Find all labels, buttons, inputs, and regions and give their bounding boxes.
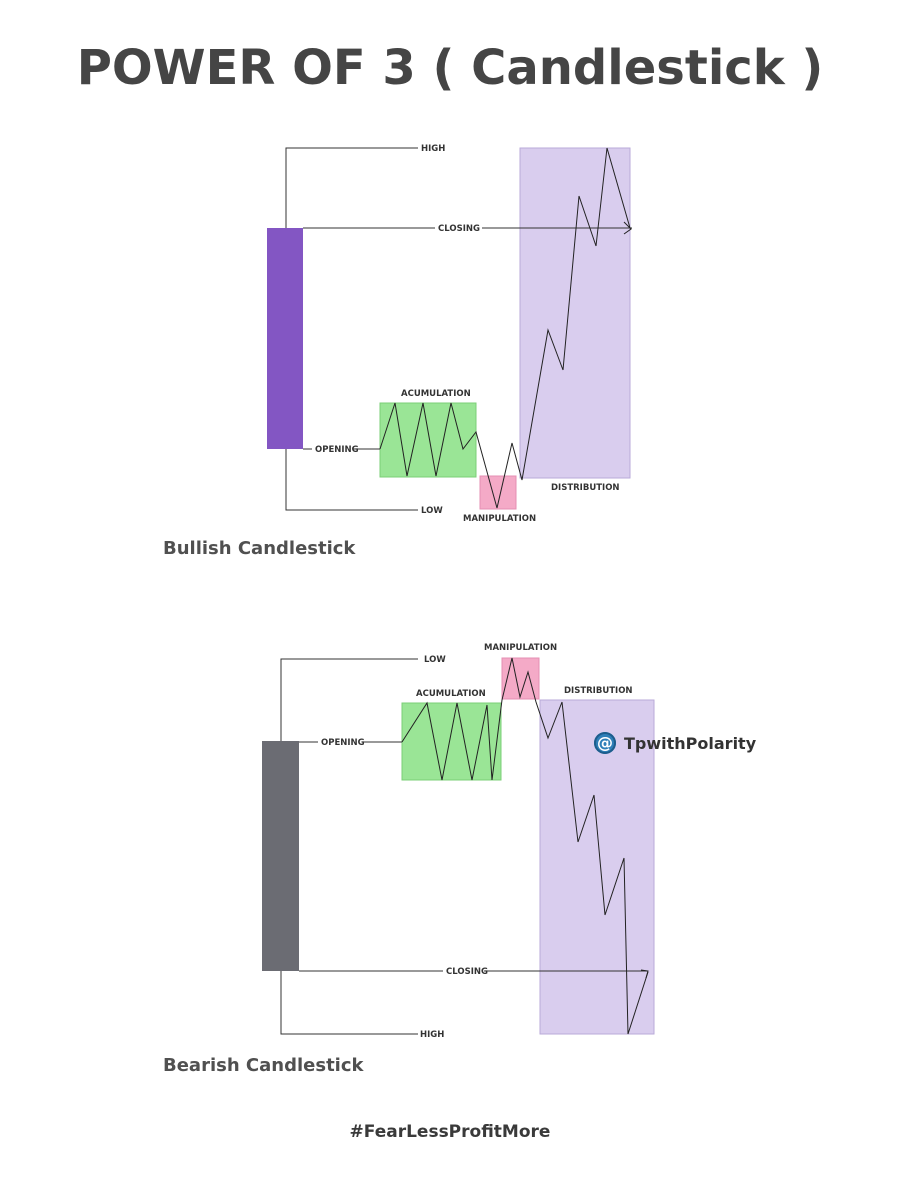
bullish-high-wick	[285, 147, 418, 228]
bullish-arrow-head	[623, 221, 632, 235]
watermark-handle: TpwithPolarity	[624, 733, 757, 753]
bearish-distribution-zone	[539, 699, 655, 1035]
bullish-low-wick	[285, 449, 418, 511]
bearish-caption: Bearish Candlestick	[163, 1055, 364, 1076]
at-sign-icon: @	[594, 732, 616, 754]
bullish-high-label: HIGH	[421, 144, 445, 154]
bullish-closing-label: CLOSING	[438, 224, 480, 234]
bullish-distribution-zone	[519, 147, 631, 479]
bearish-accumulation-label: ACUMULATION	[416, 689, 486, 699]
watermark: @ TpwithPolarity	[594, 732, 756, 754]
bearish-manipulation-label: MANIPULATION	[484, 643, 557, 653]
bullish-low-label: LOW	[421, 506, 443, 516]
bearish-manipulation-zone	[501, 657, 540, 700]
bearish-distribution-label: DISTRIBUTION	[564, 686, 633, 696]
bearish-accumulation-zone	[401, 702, 502, 781]
bearish-lower-wick	[280, 971, 418, 1035]
bearish-price-path	[401, 657, 649, 1035]
bearish-candle-body	[262, 741, 299, 971]
bullish-distribution-label: DISTRIBUTION	[551, 483, 620, 493]
bullish-caption: Bullish Candlestick	[163, 538, 356, 559]
page-title: POWER OF 3 ( Candlestick )	[76, 40, 824, 96]
bearish-opening-label: OPENING	[321, 738, 365, 748]
bearish-arrow-head	[640, 969, 649, 979]
bearish-upper-wick	[280, 658, 418, 741]
bullish-candle-body	[267, 228, 303, 449]
bullish-accumulation-zone	[379, 402, 477, 478]
bullish-opening-label: OPENING	[315, 445, 359, 455]
bearish-diagram: LOW OPENING CLOSING HIGH ACUMULATION MAN…	[262, 643, 655, 1040]
bearish-low-label: LOW	[424, 655, 446, 665]
bullish-accumulation-label: ACUMULATION	[401, 389, 471, 399]
bullish-diagram: HIGH CLOSING OPENING LOW ACUMULATION MAN…	[267, 144, 632, 524]
hashtag: #FearLessProfitMore	[349, 1122, 551, 1142]
bullish-manipulation-label: MANIPULATION	[463, 514, 536, 524]
bullish-price-path	[379, 147, 631, 509]
bearish-high-label: HIGH	[420, 1030, 444, 1040]
bearish-closing-label: CLOSING	[446, 967, 488, 977]
